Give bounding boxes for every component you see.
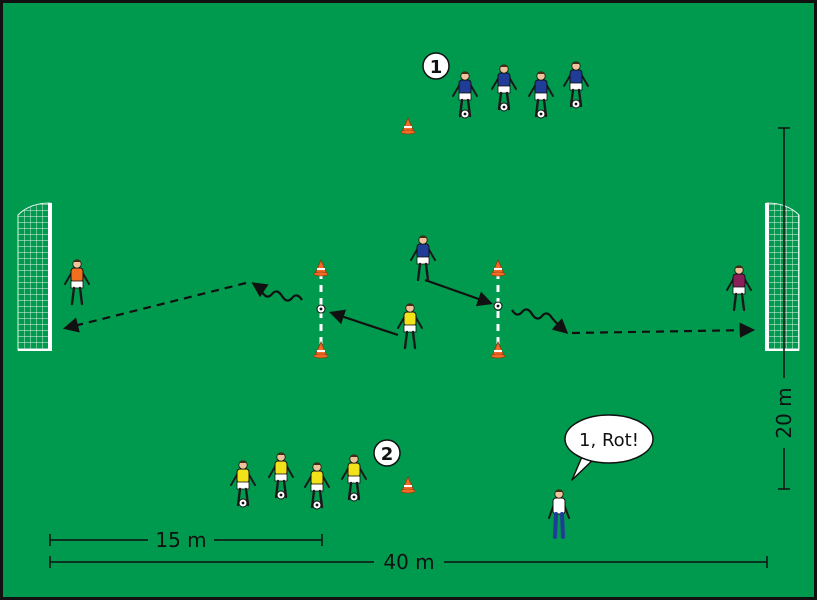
dimension-40m: 40 m (49, 550, 768, 574)
dimension-15m: 15 m (49, 528, 323, 552)
dimension-20m-label: 20 m (772, 387, 796, 438)
run-arrow-blue (424, 278, 493, 307)
group2-number: 2 (381, 444, 394, 465)
pass-arrow-to-right-goal (571, 322, 756, 338)
coach (548, 489, 570, 539)
run-arrow-yellow (329, 309, 399, 337)
group2-badge: 2 (373, 439, 401, 467)
group1-badge: 1 (422, 52, 450, 80)
group1-number: 1 (430, 57, 443, 78)
dribble-path-right (511, 308, 569, 335)
movement-arrows (63, 278, 756, 338)
left-gate (313, 259, 329, 359)
dimension-40m-label: 40 m (383, 550, 434, 574)
pass-arrow-to-left-goal (63, 281, 247, 333)
coach-callout-text: 1, Rot! (579, 430, 639, 451)
dimension-20m: 20 m (772, 127, 796, 490)
dribble-path-left (251, 282, 303, 302)
coach-speech-bubble: 1, Rot! (564, 414, 654, 481)
right-goal-icon (765, 202, 800, 351)
right-gate (490, 259, 506, 359)
left-goal-icon (17, 202, 52, 351)
dimension-15m-label: 15 m (155, 528, 206, 552)
